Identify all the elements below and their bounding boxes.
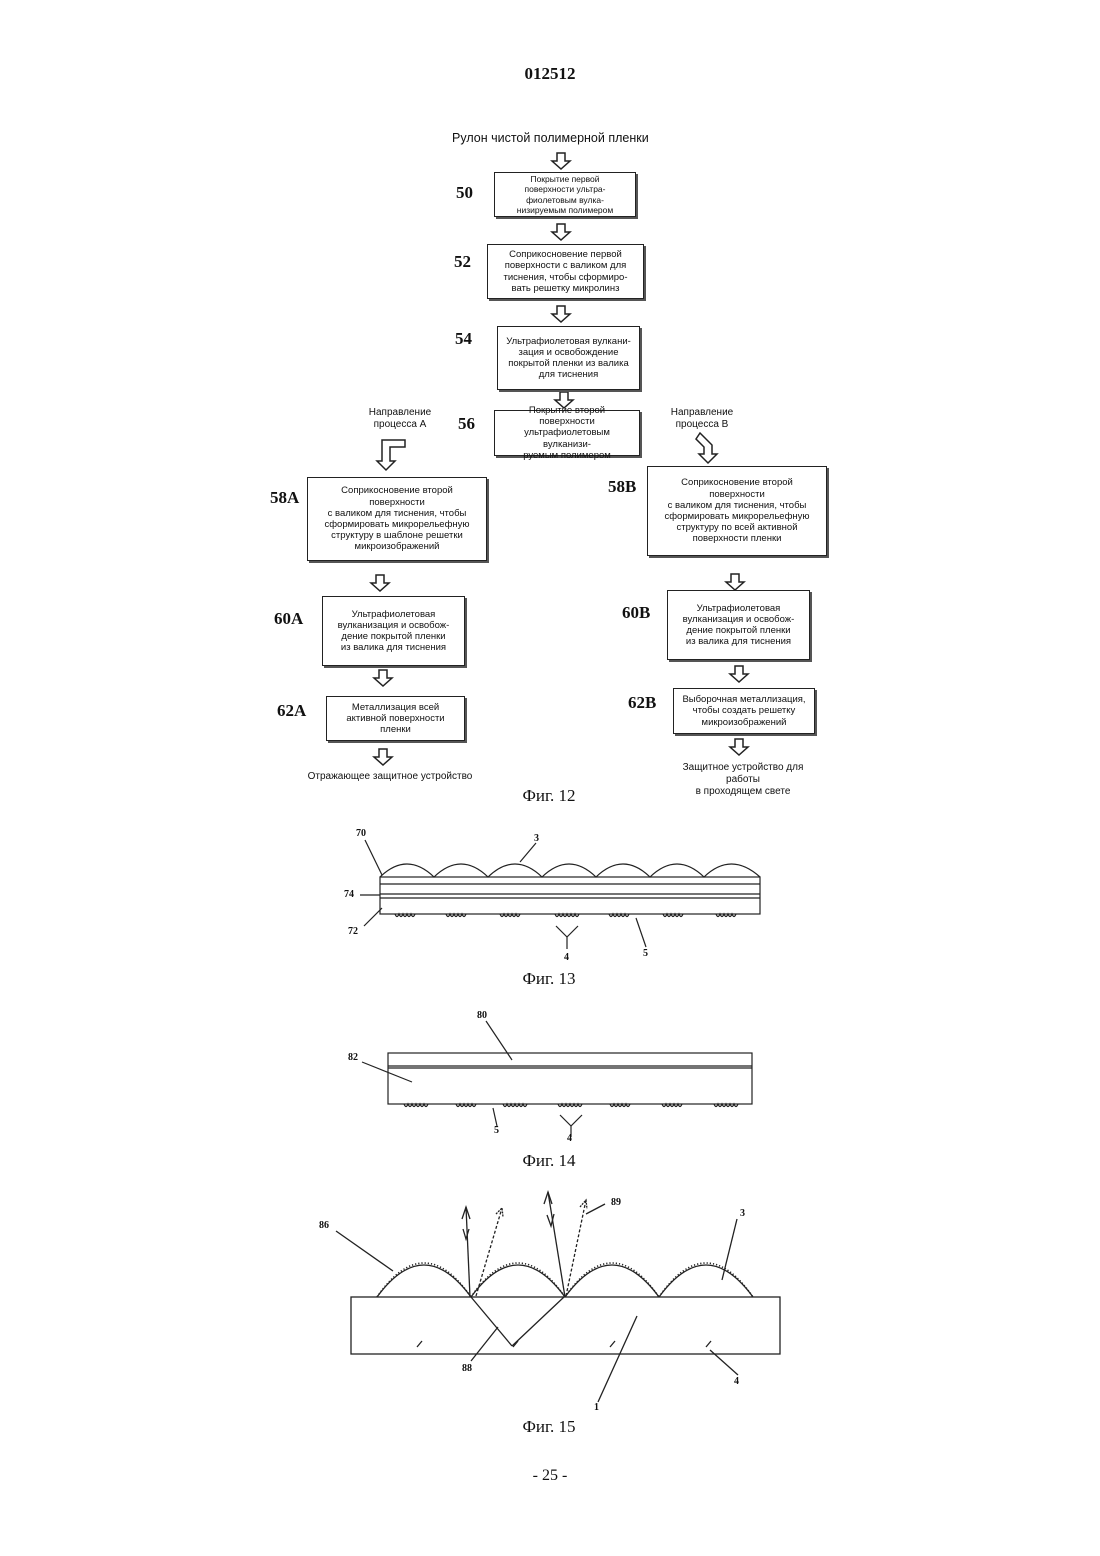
ref-label: 1 <box>594 1402 599 1413</box>
substrate-layer <box>351 1297 780 1354</box>
lens-array <box>377 1265 753 1297</box>
ref-label: 4 <box>734 1376 739 1387</box>
ref-label: 86 <box>319 1220 329 1231</box>
ref-label: 3 <box>740 1208 745 1219</box>
ref-label: 89 <box>611 1197 621 1208</box>
page-number: - 25 - <box>0 1467 1100 1485</box>
ref-label: 88 <box>462 1363 472 1374</box>
figure-caption: Фиг. 15 <box>449 1417 649 1437</box>
